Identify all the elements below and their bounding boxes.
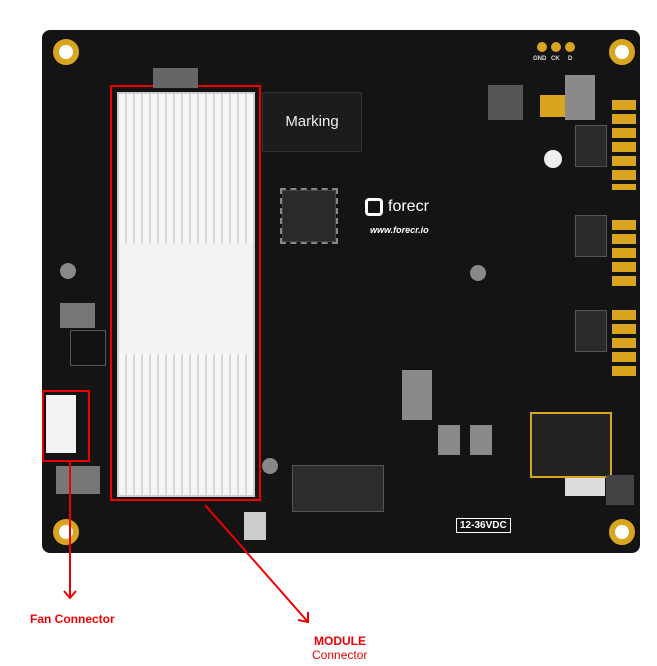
module-arrow-head [297, 612, 309, 624]
pads [612, 220, 636, 290]
fan-connector-highlight [42, 390, 90, 462]
inductor [575, 310, 607, 352]
component [60, 303, 95, 328]
mounting-hole [53, 39, 79, 65]
forecr-logo-icon [365, 198, 383, 216]
fan-connector [46, 395, 76, 453]
pads [612, 100, 636, 190]
voltage-label: 12-36VDC [456, 518, 511, 533]
mounting-hole [609, 519, 635, 545]
connector [565, 478, 605, 496]
mosfets [292, 465, 384, 512]
qfp-chip [280, 188, 338, 244]
pads [612, 310, 636, 380]
pin-pad [537, 42, 547, 52]
component [488, 85, 523, 120]
pin-label-gnd: GND [533, 56, 547, 62]
component [56, 466, 100, 494]
hole [544, 150, 562, 168]
pin-pad [565, 42, 575, 52]
website-text: www.forecr.io [370, 225, 429, 235]
chip-marking: Marking [285, 113, 339, 130]
hole [60, 263, 76, 279]
fan-connector-label: Fan Connector [30, 612, 115, 626]
module-connector [117, 92, 255, 497]
inductor [565, 75, 595, 120]
module-label: MODULE [314, 634, 366, 648]
component [470, 425, 492, 455]
hole [470, 265, 486, 281]
logo-text: forecr [388, 198, 429, 215]
component [606, 475, 634, 505]
inductor [575, 125, 607, 167]
component [153, 68, 198, 88]
pin-label-d: D [568, 56, 573, 62]
mounting-hole [53, 519, 79, 545]
fan-arrow-head [63, 590, 77, 600]
component [438, 425, 460, 455]
pin-pad [551, 42, 561, 52]
inductor [402, 370, 432, 420]
power-mosfet [530, 412, 612, 478]
chip [70, 330, 106, 366]
hole [262, 458, 278, 474]
inductor [575, 215, 607, 257]
mounting-hole [609, 39, 635, 65]
marked-chip: Marking [262, 92, 362, 152]
module-connector-label: Connector [312, 648, 368, 662]
module-arrow-line [204, 504, 309, 623]
pad [540, 95, 565, 117]
pin-label-ck: CK [551, 56, 560, 62]
component [244, 512, 266, 540]
